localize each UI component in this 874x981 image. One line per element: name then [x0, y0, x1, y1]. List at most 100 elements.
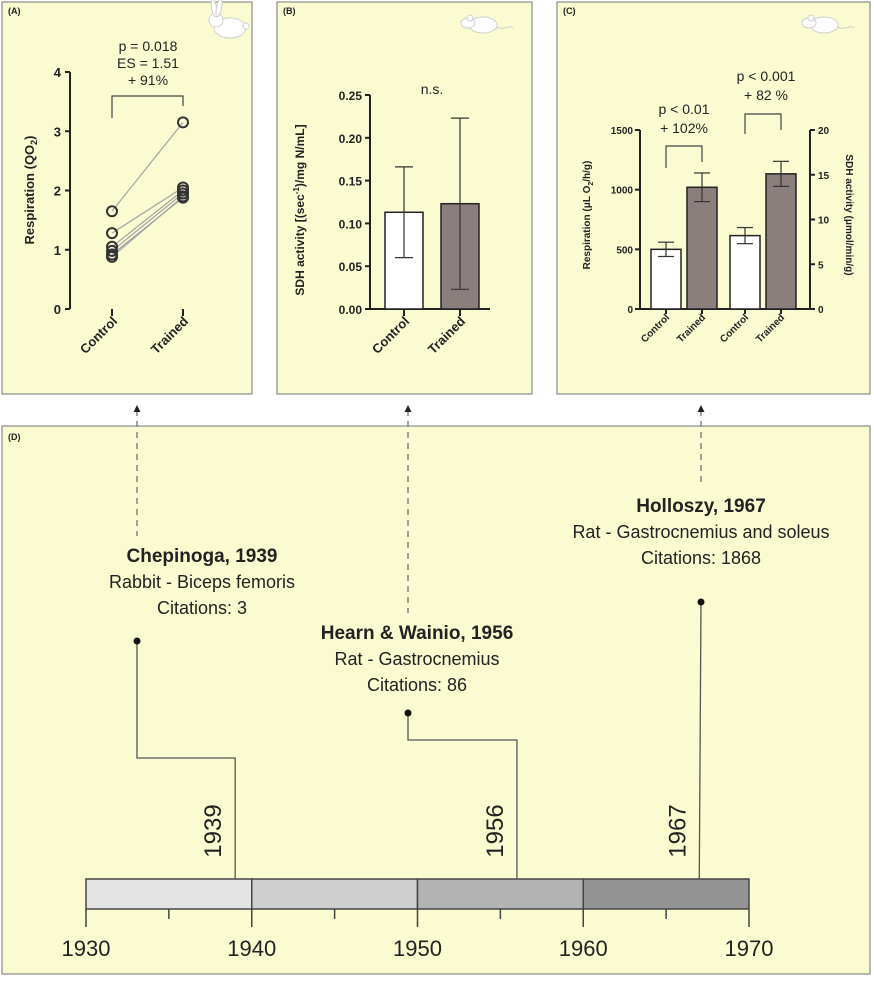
panel-c-bar — [765, 173, 797, 310]
panel-b-y-tick-label: 0.25 — [339, 89, 363, 103]
timeline-event-title: Hearn & Wainio, 1956 — [321, 623, 514, 644]
panel-c-left-y-label-part-2: /h/g) — [582, 161, 593, 182]
panel-c-right-y-label: SDH activity (μmol/min/g) — [843, 154, 854, 275]
panel-c-left-y-label: Respiration (μL O2/h/g) — [582, 161, 595, 270]
rat-ear — [466, 14, 474, 22]
panel-b-y-tick-label: 0.20 — [339, 132, 363, 146]
rabbit-tail — [242, 22, 250, 30]
panel-link-arrowhead — [133, 405, 141, 412]
panel-a-y-tick-label: 3 — [54, 124, 61, 139]
panel-a-point-control — [106, 250, 118, 263]
rabbit-icon — [208, 0, 250, 39]
panel-a-y-label-part-0: Respiration (QO — [22, 145, 37, 245]
panel-a-letter: (A) — [8, 6, 21, 16]
timeline-event-title: Holloszy, 1967 — [636, 496, 766, 517]
panel-b-y-tick-label: 0.00 — [339, 303, 363, 317]
rat-tail — [836, 26, 855, 29]
timeline-event-dot — [133, 637, 141, 645]
panel-c-left-y-label-part-0: Respiration (μL O — [582, 185, 593, 269]
panel-a-point-trained — [177, 116, 189, 129]
panel-c-annotation-right: + 82 % — [744, 87, 788, 103]
panel-c-left-tick-label: 500 — [616, 245, 633, 256]
panel-a-y-label-part-1: 2 — [29, 140, 39, 145]
panel-c-right-tick-label: 20 — [818, 126, 830, 137]
panel-b-annotation: n.s. — [421, 81, 444, 97]
panel-b-y-tick-label: 0.15 — [339, 175, 363, 189]
panel-c-bracket-left — [665, 145, 703, 168]
panel-a-y-tick-label: 0 — [54, 302, 61, 317]
panel-c-left-tick-label: 1500 — [611, 126, 634, 137]
timeline-decade-block — [416, 878, 584, 910]
panel-c-right-tick-label: 0 — [818, 305, 824, 316]
timeline-event-subject: Rat - Gastrocnemius and soleus — [572, 522, 829, 542]
panel-a-point-trained — [177, 190, 189, 203]
timeline-event-subject: Rat - Gastrocnemius — [334, 649, 499, 669]
panel-b-y-label: SDH activity [(sec-1)/mg N/mL] — [292, 124, 307, 295]
panel-a-point-control — [106, 205, 118, 218]
panel-a-bracket — [111, 95, 184, 118]
panel-link-arrowhead — [404, 405, 412, 412]
panel-c-left-y-label-part-1: 2 — [588, 182, 595, 186]
panel-a-point-control — [106, 227, 118, 240]
panel-c-right-tick-label: 15 — [818, 171, 830, 182]
panel-a-pair-line — [111, 195, 184, 258]
timeline-connector-line — [698, 601, 702, 880]
panel-b-y-tick-label: 0.05 — [339, 260, 363, 274]
panel-a-annotation: + 91% — [128, 72, 168, 88]
panel-a-y-tick-label: 2 — [54, 184, 61, 199]
panel-a-y-tick-label: 4 — [54, 65, 62, 80]
timeline-event-title: Chepinoga, 1939 — [127, 546, 278, 567]
panel-c-right-tick-label: 10 — [818, 216, 830, 227]
panel-a-annotation: ES = 1.51 — [117, 55, 179, 71]
timeline-axis-label: 1970 — [725, 936, 774, 961]
timeline-connector-line — [136, 641, 236, 879]
timeline-event-dot — [404, 709, 412, 717]
timeline-event-dot — [697, 598, 705, 606]
panel-b-y-tick-label: 0.10 — [339, 217, 363, 231]
panel-a-pair-line — [111, 187, 184, 234]
panel-c-bracket-right — [744, 113, 782, 134]
panel-a-pair-line — [111, 190, 184, 248]
timeline-event-citations: Citations: 1868 — [641, 548, 761, 568]
panel-b-y-label-part-0: SDH activity [(sec — [293, 194, 307, 296]
timeline-axis-label: 1940 — [227, 936, 276, 961]
timeline-year-label: 1967 — [664, 804, 691, 857]
panel-b-y-label-part-2: )/mg N/mL] — [293, 124, 307, 187]
panel-d-letter: (D) — [8, 432, 21, 442]
rat-ear — [807, 14, 815, 22]
rat-icon — [460, 14, 514, 34]
panel-a-y-label: Respiration (QO2) — [22, 135, 39, 244]
panel-c-left-tick-label: 1000 — [611, 186, 634, 197]
panel-c-letter: (C) — [563, 6, 576, 16]
panel-c-annotation-right: p < 0.001 — [737, 68, 796, 84]
timeline-year-label: 1939 — [200, 804, 227, 857]
timeline-event-citations: Citations: 3 — [157, 598, 247, 618]
timeline-axis-label: 1950 — [393, 936, 442, 961]
panel-link-arrowhead — [697, 405, 705, 412]
panel-a-pair-line — [111, 192, 184, 252]
panel-a-pair-line — [111, 121, 184, 212]
timeline-decade-block — [85, 878, 253, 910]
panel-b-y-label-part-1: -1 — [292, 187, 301, 195]
panel-a-y-label-part-2: ) — [22, 135, 37, 139]
timeline-year-label: 1956 — [482, 804, 509, 857]
panel-c-bar — [686, 186, 718, 310]
timeline-event-subject: Rabbit - Biceps femoris — [109, 572, 295, 592]
panel-b-letter: (B) — [283, 6, 296, 16]
timeline-axis-label: 1930 — [62, 936, 111, 961]
panel-c-bar — [729, 234, 761, 310]
rat-icon — [801, 14, 855, 34]
panel-a-y-tick-label: 1 — [54, 243, 61, 258]
panel-c-left-tick-label: 0 — [627, 305, 633, 316]
timeline-decade-block — [582, 878, 750, 910]
panel-a-annotation: p = 0.018 — [119, 38, 178, 54]
panel-c-bar — [650, 248, 682, 310]
panel-c-annotation-left: p < 0.01 — [659, 101, 710, 117]
panel-a — [1, 1, 253, 395]
timeline-decade-block — [251, 878, 419, 910]
panel-c-annotation-left: + 102% — [660, 120, 708, 136]
panel-a-point-control — [106, 244, 118, 257]
panel-c-right-tick-label: 5 — [818, 260, 824, 271]
